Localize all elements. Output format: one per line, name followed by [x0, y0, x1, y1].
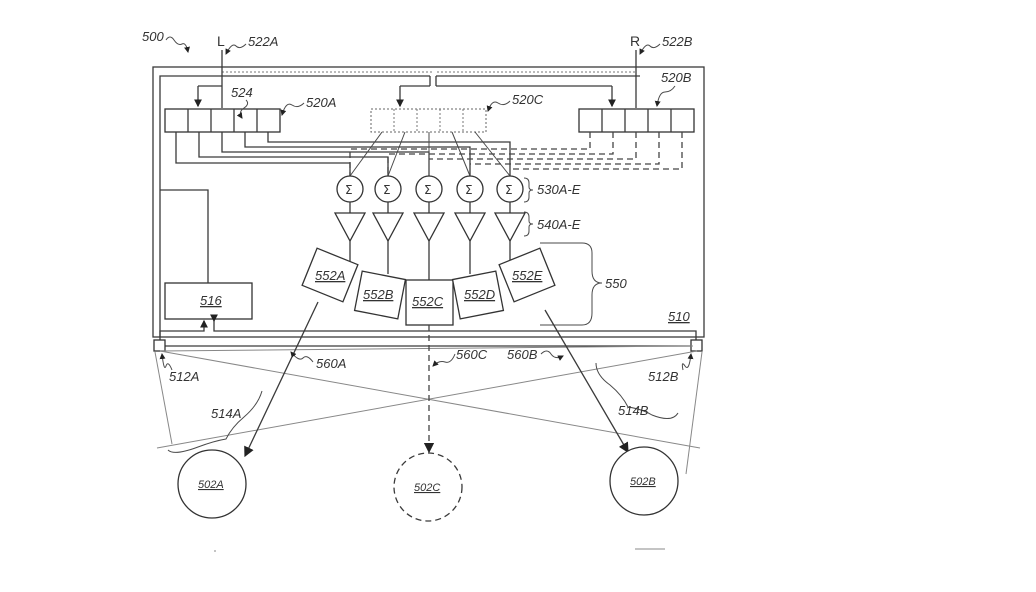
listener-502b-label: 502B: [630, 476, 656, 488]
amps-brace: [523, 211, 534, 237]
inner-frame: [159, 75, 430, 337]
driver-552a-label: 552A: [315, 268, 345, 283]
beam-560c-leader: [432, 353, 456, 367]
figure-ref-leader: [165, 36, 190, 53]
summers-label: 530A-E: [537, 182, 581, 197]
listener-502b: [609, 446, 679, 516]
summer-symbol: Σ: [345, 183, 353, 197]
amp-540d: [453, 212, 487, 243]
listener-502c-label: 502C: [414, 482, 440, 494]
cell-ref-leader: [236, 99, 249, 119]
sensor-bus-a: [159, 319, 208, 340]
right-input-label: R: [630, 33, 640, 49]
amplifier-triangles: [333, 212, 527, 243]
sensor-512a-label: 512A: [169, 369, 199, 384]
field-514b-brace: [595, 362, 679, 419]
sensor-512a: [153, 339, 166, 352]
field-514b-label: 514B: [618, 403, 649, 418]
block-520b-leader: [654, 85, 676, 107]
sensor-field-lines: [154, 345, 703, 475]
matrix-block-520a: [164, 108, 281, 133]
driver-552e-label: 552E: [512, 268, 543, 283]
left-input-ref: 522A: [248, 34, 278, 49]
beam-560a: [244, 301, 319, 458]
beam-560a-label: 560A: [316, 356, 346, 371]
speaker-array-brace: [540, 242, 603, 326]
controller-feed-line: [160, 189, 209, 283]
summer-symbol: Σ: [505, 183, 513, 197]
summer-symbol: Σ: [465, 183, 473, 197]
summer-symbol: Σ: [383, 183, 391, 197]
driver-552b-label: 552B: [363, 287, 394, 302]
matrix-block-520b: [578, 108, 695, 133]
driver-552e: [498, 247, 556, 303]
field-514a-brace: [167, 390, 263, 453]
enclosure-label: 510: [668, 309, 690, 324]
listener-502c: [393, 452, 463, 522]
beam-560b-leader: [540, 350, 564, 361]
right-input-ref-leader: [639, 43, 661, 55]
amps-label: 540A-E: [537, 217, 581, 232]
amp-540e: [493, 212, 527, 243]
block-520c-label: 520C: [512, 92, 544, 107]
summers-brace: [523, 177, 534, 203]
driver-552b: [353, 270, 407, 320]
amp-540c: [412, 212, 446, 243]
amp-driver-links: [349, 241, 511, 283]
driver-552d: [451, 270, 505, 320]
beam-560b: [544, 309, 629, 454]
speaker-array-label: 550: [605, 276, 627, 291]
amp-540b: [371, 212, 405, 243]
driver-552d-label: 552D: [464, 287, 495, 302]
block-520a-leader: [280, 102, 305, 116]
block-520c-leader: [486, 100, 511, 112]
block-520a-label: 520A: [306, 95, 336, 110]
sensor-512b: [690, 339, 703, 352]
left-input-ref-leader: [225, 43, 247, 55]
summer-amp-links: [349, 202, 511, 213]
sensor-512a-leader: [159, 353, 173, 371]
driver-552c-label: 552C: [412, 294, 444, 309]
field-514a-label: 514A: [211, 406, 241, 421]
controller-516: [164, 282, 253, 320]
left-input-label: L: [217, 33, 225, 49]
matrix-block-520c: [370, 108, 487, 133]
amp-540a: [333, 212, 367, 243]
figure-ref-label: 500: [142, 29, 164, 44]
driver-552c: [405, 279, 454, 326]
feed-520b-h: [435, 76, 612, 87]
beam-560c-label: 560C: [456, 347, 488, 362]
summer-symbol: Σ: [424, 183, 432, 197]
beam-560a-leader: [290, 351, 314, 363]
cell-ref-label: 524: [231, 85, 253, 100]
controller-label: 516: [200, 293, 222, 308]
sensor-512b-label: 512B: [648, 369, 679, 384]
sensor-bus-b: [210, 314, 697, 340]
summer-nodes: Σ Σ Σ Σ Σ: [336, 175, 524, 203]
feed-520c: [400, 85, 430, 106]
right-input-ref: 522B: [662, 34, 693, 49]
listener-502a-label: 502A: [198, 479, 224, 491]
driver-552a: [301, 247, 359, 303]
sensor-512b-leader: [681, 353, 694, 371]
block-520b-wiring: [349, 132, 683, 176]
block-520b-label: 520B: [661, 70, 692, 85]
listener-502a: [177, 449, 247, 519]
beam-560b-label: 560B: [507, 347, 538, 362]
speaker-drivers: [301, 247, 556, 326]
